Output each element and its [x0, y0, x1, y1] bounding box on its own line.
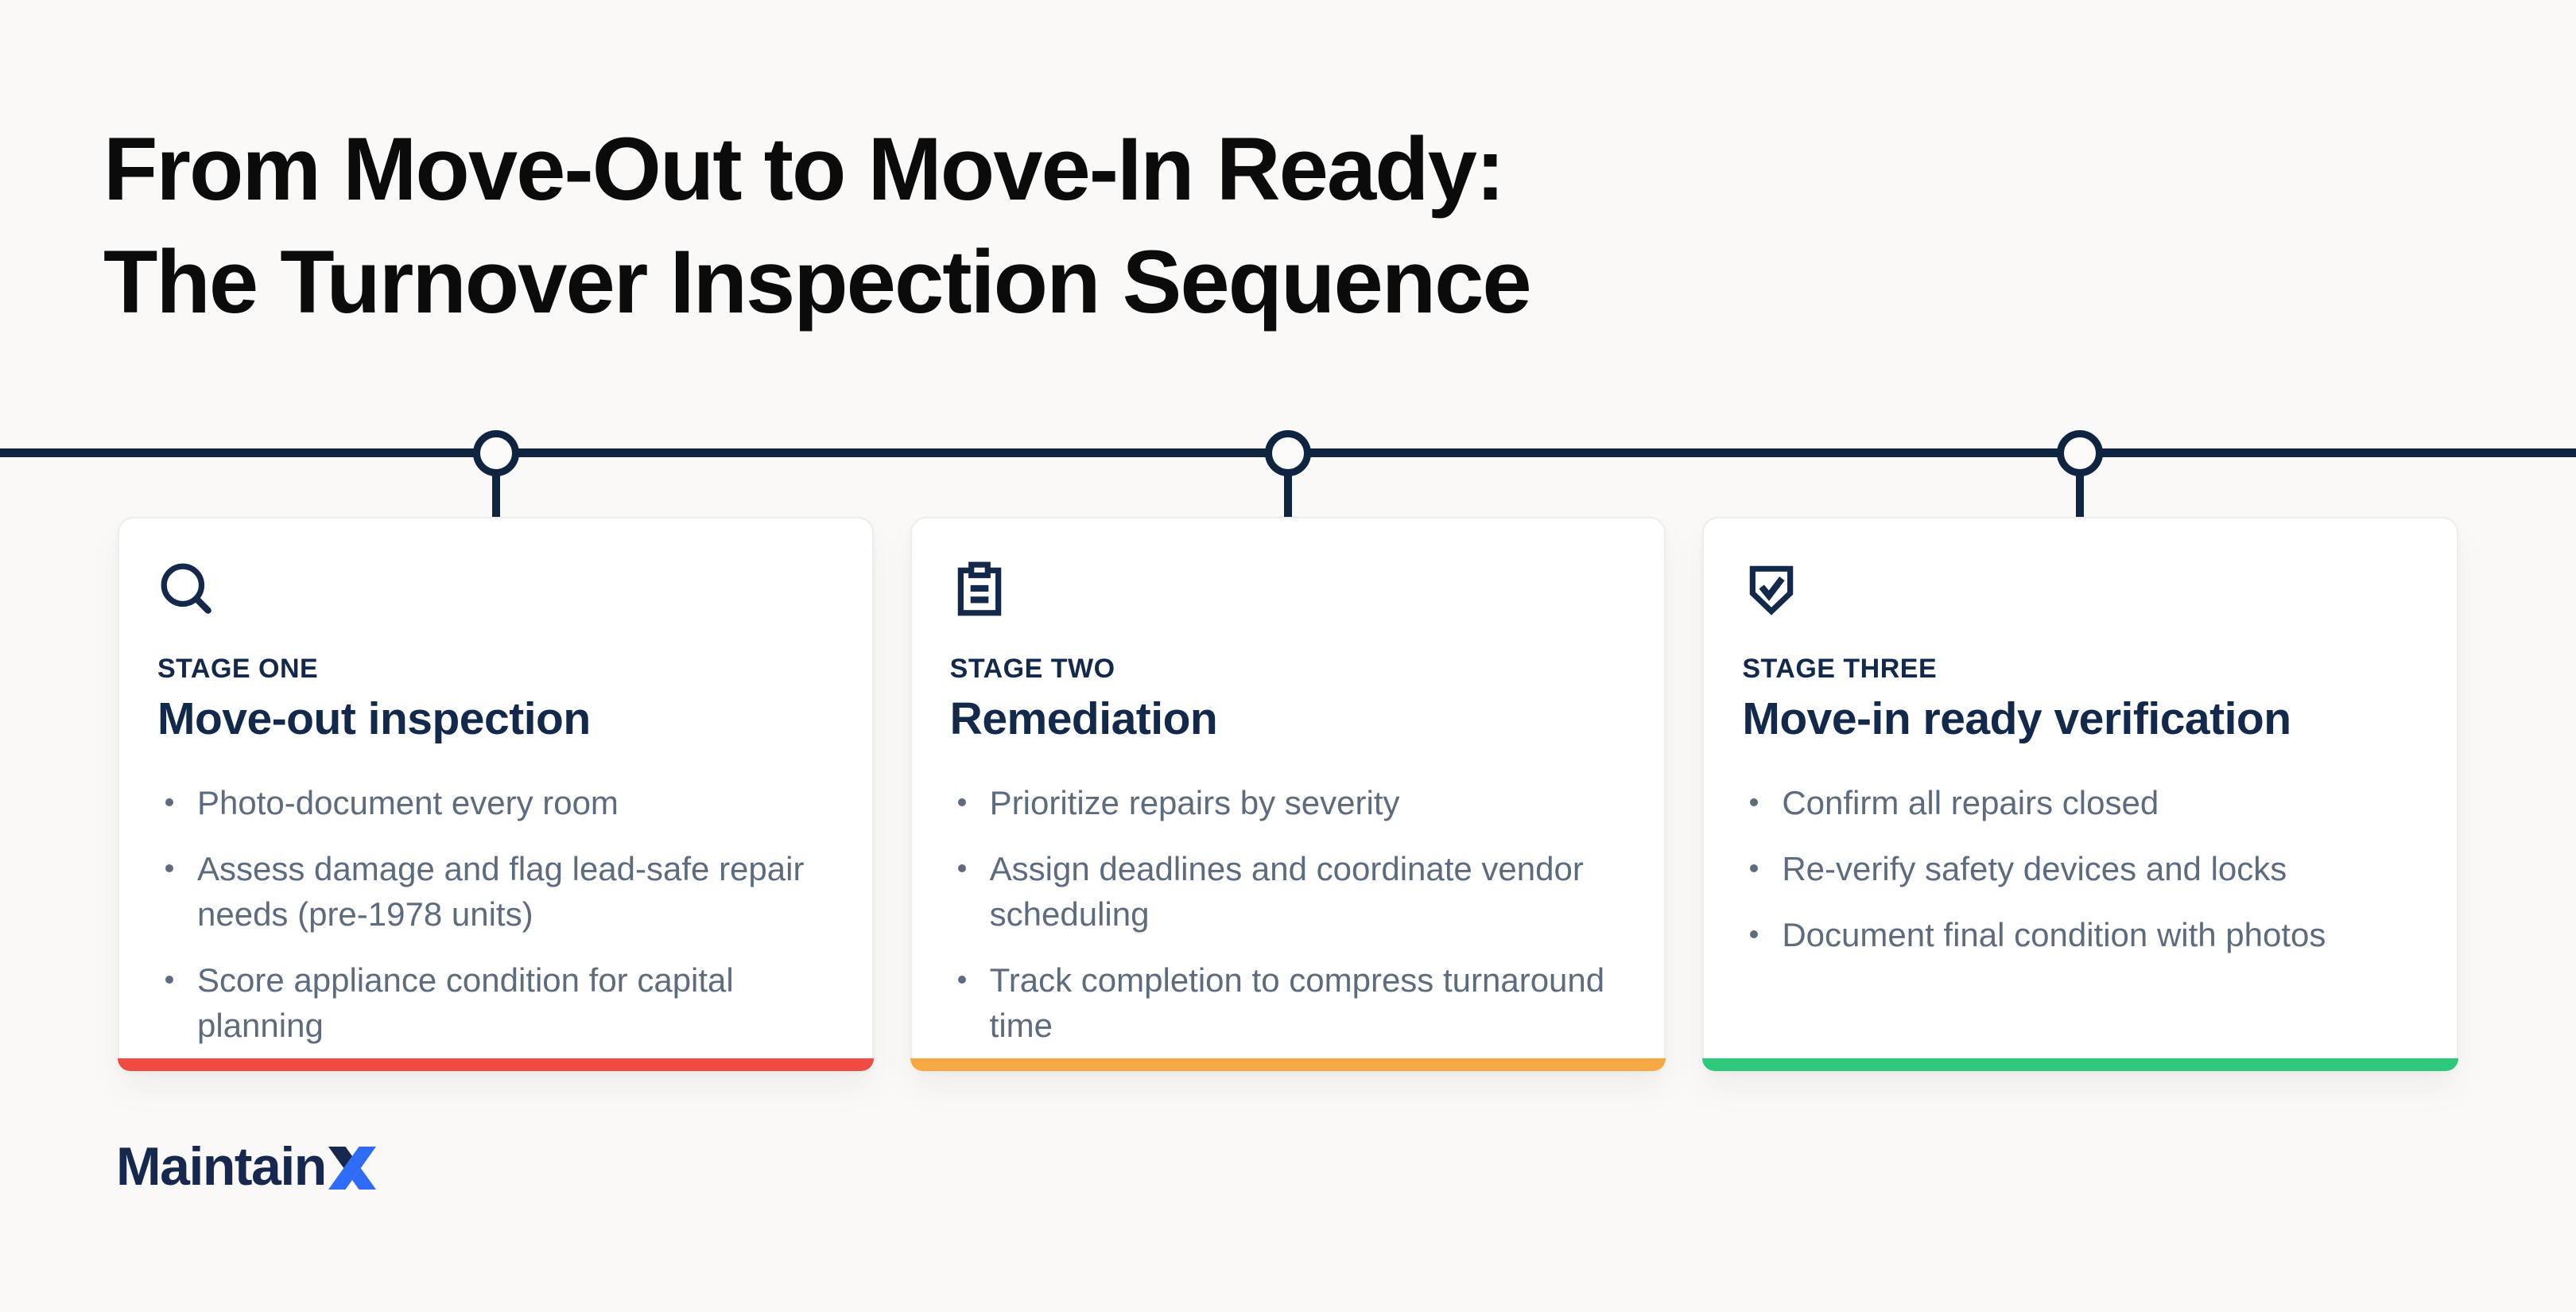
timeline-circle — [2057, 430, 2103, 476]
stage-kicker: STAGE TWO — [949, 654, 1115, 684]
maintainx-logo-x-icon — [328, 1147, 376, 1190]
stage-one-accent-bar — [118, 1058, 874, 1071]
maintainx-logo: Maintain — [116, 1135, 376, 1197]
page-title-line-1: From Move-Out to Move-In Ready: — [103, 119, 1505, 219]
stage-three-accent-bar — [1702, 1058, 2459, 1071]
bullet-item: Confirm all repairs closed — [1750, 780, 2419, 825]
page-title-line-2: The Turnover Inspection Sequence — [103, 232, 1532, 332]
timeline-circle — [473, 430, 519, 476]
clipboard-icon — [957, 561, 1001, 616]
maintainx-logo-text: Maintain — [116, 1136, 327, 1197]
stage-kicker: STAGE ONE — [157, 654, 319, 684]
stage-title: Move-in ready verification — [1742, 693, 2291, 744]
stage-title: Remediation — [949, 693, 1218, 744]
timeline-stem — [492, 453, 500, 520]
stage-bullet-list: Prioritize repairs by severity Assign de… — [950, 780, 1627, 1049]
stage-cards: STAGE ONE Move-out inspection Photo-docu… — [118, 517, 2459, 1071]
page-title: From Move-Out to Move-In Ready: The Turn… — [103, 113, 1532, 339]
stage-title: Move-out inspection — [157, 693, 591, 744]
bullet-item: Track completion to compress turnaround … — [957, 957, 1627, 1048]
stage-three-card: STAGE THREE Move-in ready verification C… — [1702, 517, 2459, 1071]
bullet-item: Assess damage and flag lead-safe repair … — [165, 846, 834, 937]
stage-two-card: STAGE TWO Remediation Prioritize repairs… — [910, 517, 1666, 1071]
stage-two-accent-bar — [910, 1058, 1666, 1071]
timeline-circle — [1265, 430, 1311, 476]
shield-check-icon — [1750, 565, 1794, 615]
stage-kicker: STAGE THREE — [1742, 654, 1938, 684]
bullet-item: Prioritize repairs by severity — [957, 780, 1627, 825]
bullet-item: Photo-document every room — [165, 780, 834, 825]
magnifier-icon — [161, 563, 211, 614]
timeline-stem — [1284, 453, 1292, 520]
stage-bullet-list: Photo-document every room Assess damage … — [157, 780, 834, 1049]
bullet-item: Re-verify safety devices and locks — [1750, 846, 2419, 891]
stage-one-card: STAGE ONE Move-out inspection Photo-docu… — [118, 517, 874, 1071]
bullet-item: Score appliance condition for capital pl… — [165, 957, 834, 1048]
bullet-item: Assign deadlines and coordinate vendor s… — [957, 846, 1627, 937]
stage-bullet-list: Confirm all repairs closed Re-verify saf… — [1742, 780, 2419, 957]
timeline-stem — [2076, 453, 2084, 520]
bullet-item: Document final condition with photos — [1750, 912, 2419, 957]
